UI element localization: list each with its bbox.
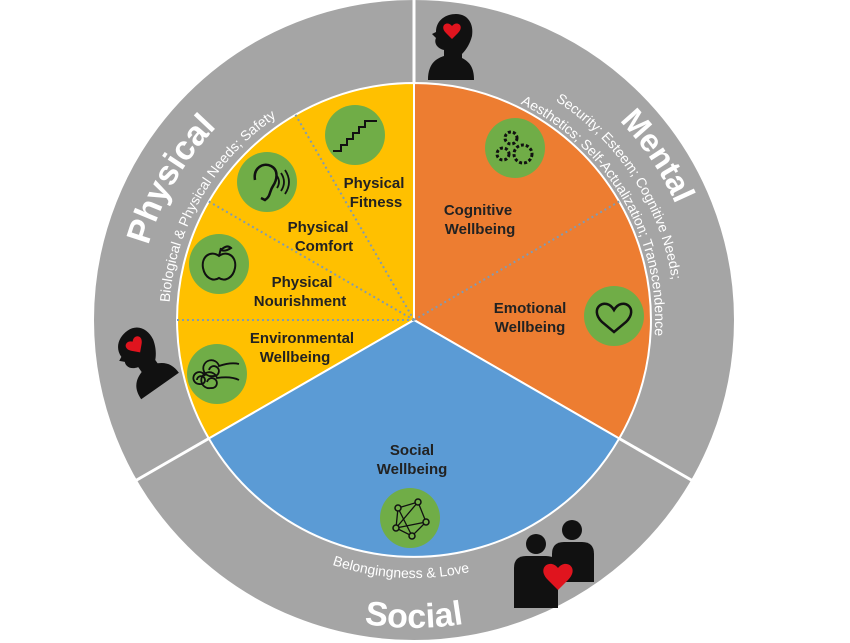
divider-left bbox=[134, 437, 210, 483]
inner-pie bbox=[176, 81, 652, 558]
social-people-icon bbox=[514, 520, 594, 608]
ear-icon bbox=[237, 152, 297, 212]
gears-icon bbox=[485, 118, 545, 178]
stairs-icon bbox=[325, 105, 385, 165]
social-title: Social bbox=[363, 594, 465, 636]
divider-right bbox=[618, 437, 694, 483]
mental-head-icon bbox=[428, 14, 474, 80]
ring-dividers bbox=[134, 0, 694, 483]
wind-icon bbox=[187, 344, 247, 404]
apple-icon bbox=[189, 234, 249, 294]
heart-icon bbox=[584, 286, 644, 346]
network-icon bbox=[380, 488, 440, 548]
social-sector bbox=[207, 318, 621, 558]
physical-head-icon bbox=[118, 327, 179, 400]
